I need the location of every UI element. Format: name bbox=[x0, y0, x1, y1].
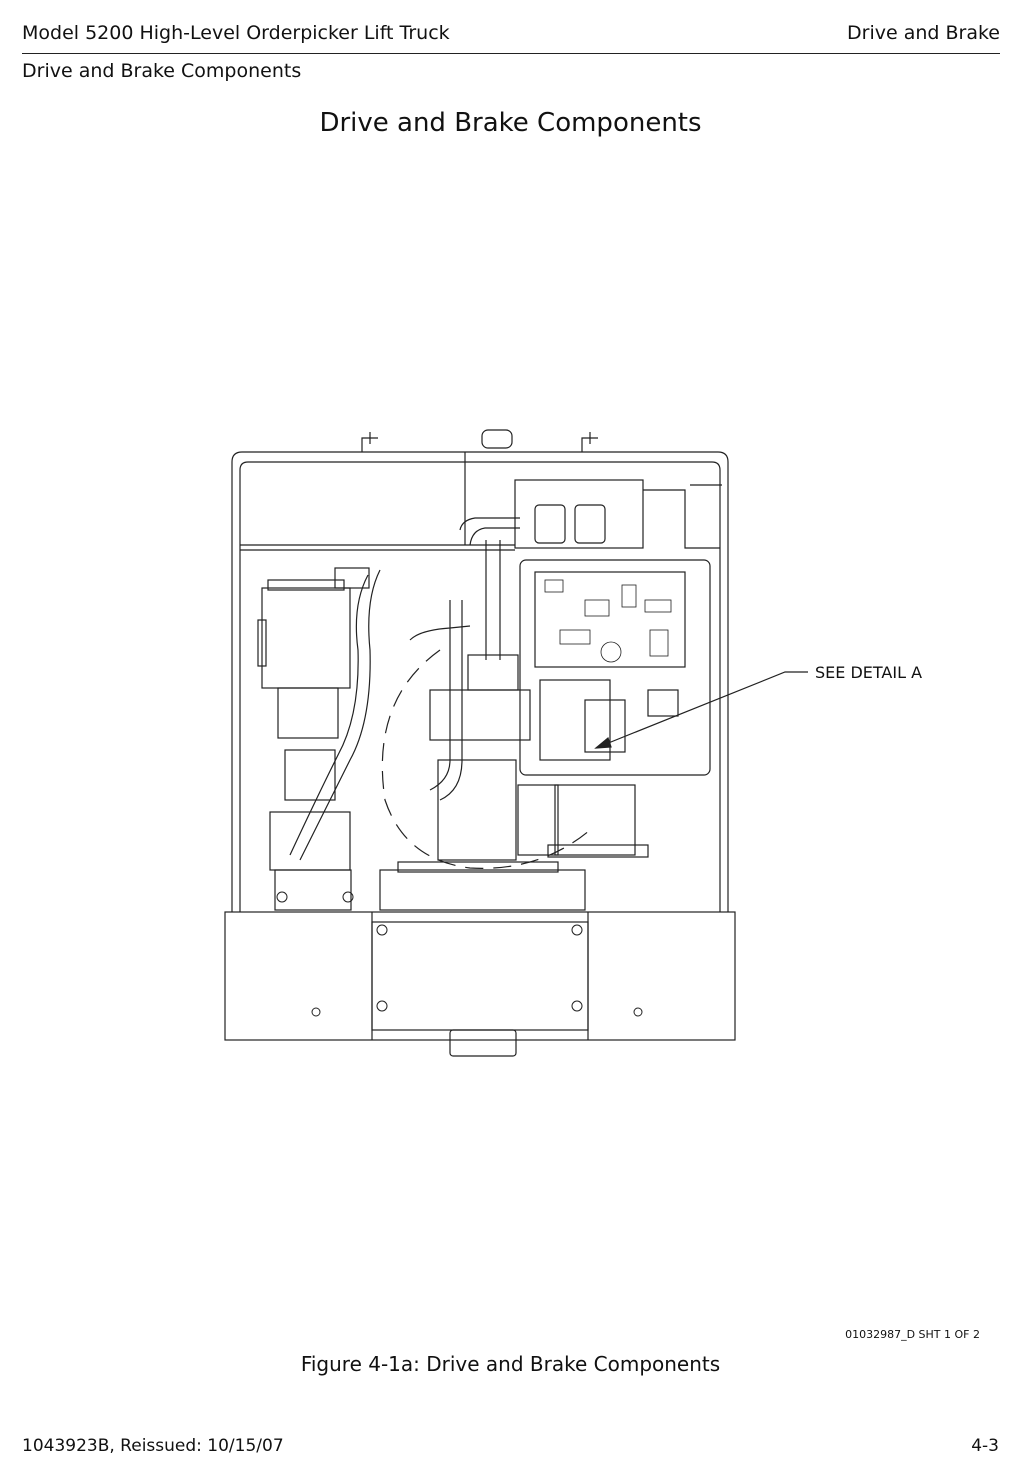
detail-a-component bbox=[584, 699, 626, 753]
contactor-housing bbox=[514, 479, 644, 549]
callout-see-detail-a: SEE DETAIL A bbox=[815, 663, 922, 682]
footer-page-number: 4-3 bbox=[971, 1436, 999, 1456]
vent-cap bbox=[481, 429, 513, 449]
drawing-number: 01032987_D SHT 1 OF 2 bbox=[845, 1328, 980, 1341]
drive-motor bbox=[437, 759, 517, 861]
drain-box bbox=[449, 1029, 517, 1057]
section-heading: Drive and Brake Components bbox=[22, 60, 302, 82]
battery-cable bbox=[289, 569, 381, 861]
mounting-plate bbox=[379, 869, 586, 911]
callout-leader bbox=[595, 671, 808, 749]
hose-1 bbox=[485, 540, 501, 660]
footer-doc-number: 1043923B, Reissued: 10/15/07 bbox=[22, 1436, 284, 1456]
lift-hook-right bbox=[581, 432, 598, 452]
steer-motion-arc bbox=[381, 649, 591, 869]
header-divider bbox=[22, 53, 1000, 54]
pump-motor bbox=[261, 587, 351, 689]
header-chapter: Drive and Brake bbox=[847, 22, 1000, 44]
figure-caption: Figure 4-1a: Drive and Brake Components bbox=[300, 1352, 721, 1376]
controller-panel bbox=[519, 559, 711, 776]
callout-arrowhead bbox=[594, 736, 612, 749]
drive-brake-line-drawing: SEE DETAIL A bbox=[224, 429, 922, 1057]
page-title: Drive and Brake Components bbox=[319, 108, 702, 138]
header-title: Model 5200 High-Level Orderpicker Lift T… bbox=[22, 22, 450, 44]
frame-inner bbox=[239, 461, 721, 912]
control-board bbox=[534, 571, 686, 668]
hose-2 bbox=[459, 517, 520, 546]
battery-tray bbox=[224, 911, 736, 1041]
contactor-2 bbox=[574, 504, 606, 544]
brake-assembly bbox=[517, 784, 559, 856]
lift-hook-left bbox=[361, 432, 378, 452]
contactor-1 bbox=[534, 504, 566, 544]
frame-outline bbox=[231, 451, 729, 912]
